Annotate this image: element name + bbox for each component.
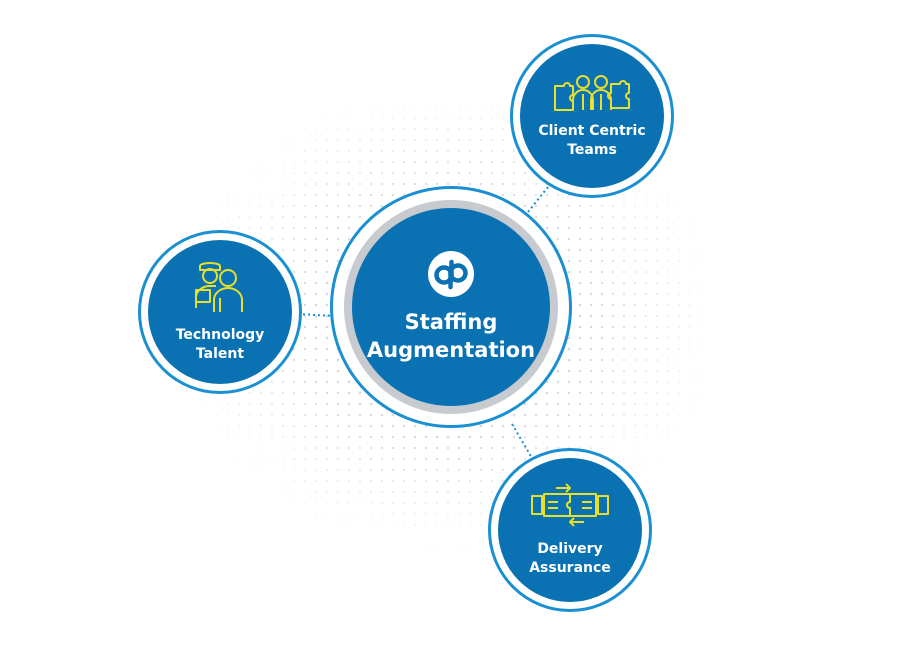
connector-technology-talent: [297, 313, 335, 317]
node-technology-talent-circle: Technology Talent: [148, 240, 292, 384]
node-client-centric-teams: Client Centric Teams: [510, 34, 674, 198]
node-delivery-assurance: Delivery Assurance: [488, 448, 652, 612]
connector-client-centric-teams: [527, 181, 553, 213]
dp-logo-icon: [427, 250, 475, 298]
node-technology-talent-label: Technology Talent: [175, 327, 265, 362]
node-delivery-assurance-label: Delivery Assurance: [529, 541, 611, 576]
center-title: Staffing Augmentation: [366, 310, 536, 362]
node-delivery-assurance-circle: Delivery Assurance: [498, 458, 642, 602]
center-circle: Staffing Augmentation: [352, 208, 550, 406]
node-technology-talent: Technology Talent: [138, 230, 302, 394]
node-client-centric-teams-label: Client Centric Teams: [538, 123, 646, 158]
worker-person-icon: [190, 260, 250, 316]
center-node: Staffing Augmentation: [330, 186, 572, 428]
node-client-centric-teams-circle: Client Centric Teams: [520, 44, 664, 188]
connector-delivery-assurance: [511, 423, 533, 459]
handshake-puzzle-icon: [530, 482, 610, 528]
team-puzzle-icon: [553, 72, 631, 114]
